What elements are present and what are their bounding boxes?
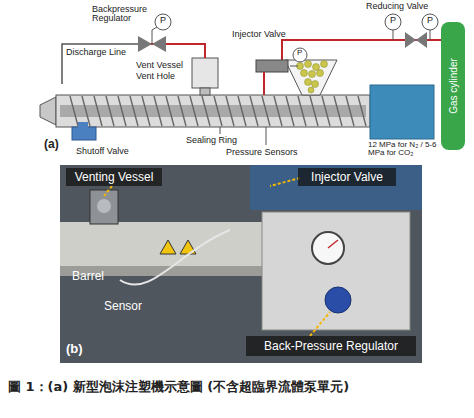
callout-box: Venting Vessel: [66, 168, 162, 186]
photo-control-panel: [262, 212, 410, 330]
gauge-letter: P: [297, 49, 302, 57]
pressure-gauge: [422, 14, 438, 30]
part-label: Backpressure Regulator: [92, 5, 150, 24]
barrel: [56, 95, 370, 127]
photo-machine-top: [250, 165, 422, 210]
panel-a-background: [40, 0, 470, 162]
gauge-stem: [430, 30, 431, 40]
sensor-mark: [220, 127, 221, 134]
drive-unit: [370, 85, 434, 139]
gauge-stem: [393, 30, 394, 40]
figure-caption: 圖 1：(a) 新型泡沫注塑機示意圖 (不含超臨界流體泵單元): [8, 378, 349, 396]
gauge-stem: [152, 27, 157, 30]
part-label: Vent Vessel: [136, 61, 183, 70]
part-label: Injector Valve: [232, 30, 286, 39]
part-label: Reducing Valve: [366, 2, 428, 11]
gauge-stem: [290, 66, 298, 67]
pressure-gauge: [385, 14, 401, 30]
gauge-stem: [152, 30, 153, 44]
gauge-letter: P: [390, 16, 396, 25]
photo-vessel-lid: [97, 199, 111, 213]
panel-letter: (a): [44, 138, 59, 151]
screw-flights: [70, 96, 366, 126]
shutoff-valve: [72, 127, 96, 140]
node-label: Venting Vessel: [75, 170, 154, 184]
sensor-mark: [266, 127, 267, 145]
part-label: Vent Hole: [136, 72, 175, 81]
pressure-note: 12 MPa for N₂ / 5-6 MPa for CO₂: [368, 141, 440, 158]
vent-vessel: [192, 58, 218, 88]
panel-letter: (b): [66, 342, 83, 356]
callout-box: Back-Pressure Regulator: [246, 336, 416, 356]
node-label: Injector Valve: [311, 170, 383, 184]
vent-hole: [200, 88, 210, 95]
warning-sign: [160, 240, 176, 254]
photo-pressure-gauge: [312, 232, 344, 264]
regulator-valve: [152, 36, 166, 52]
photo-background: [60, 165, 422, 363]
injector-valve: [256, 60, 288, 72]
pressure-gauge: [293, 48, 307, 62]
nozzle: [40, 97, 56, 125]
pressure-gauge: [155, 14, 171, 30]
callout-arrow: [310, 312, 330, 336]
callout-box: Injector Valve: [298, 168, 396, 186]
shutoff-valve-stem: [78, 122, 88, 128]
screw-shaft: [60, 105, 366, 117]
reducing-valve: [416, 32, 427, 48]
part-label: Shutoff Valve: [76, 147, 129, 156]
regulator-valve: [138, 36, 152, 52]
photo-cable: [120, 230, 230, 285]
gauge-letter: P: [427, 16, 433, 25]
callout-arrow: [104, 186, 112, 196]
node-label: Back-Pressure Regulator: [264, 339, 398, 353]
photo-label: Barrel: [72, 270, 104, 283]
callout-arrow: [270, 178, 300, 186]
part-label: Discharge Line: [66, 48, 126, 57]
reducing-valve: [405, 32, 416, 48]
hopper: [285, 60, 337, 95]
gauge-needle: [328, 240, 338, 248]
node-label: Gas cylinder: [448, 58, 459, 114]
discharge-line: [62, 44, 140, 84]
part-label: Pressure Sensors: [226, 148, 298, 157]
gas-cylinder: Gas cylinder: [441, 22, 465, 150]
pellets: [297, 61, 328, 94]
photo-label: Sensor: [104, 300, 142, 313]
photo-regulator-knob: [325, 287, 351, 313]
gauge-letter: P: [160, 16, 166, 25]
injection-line: [263, 72, 265, 95]
part-label: Sealing Ring: [186, 136, 237, 145]
